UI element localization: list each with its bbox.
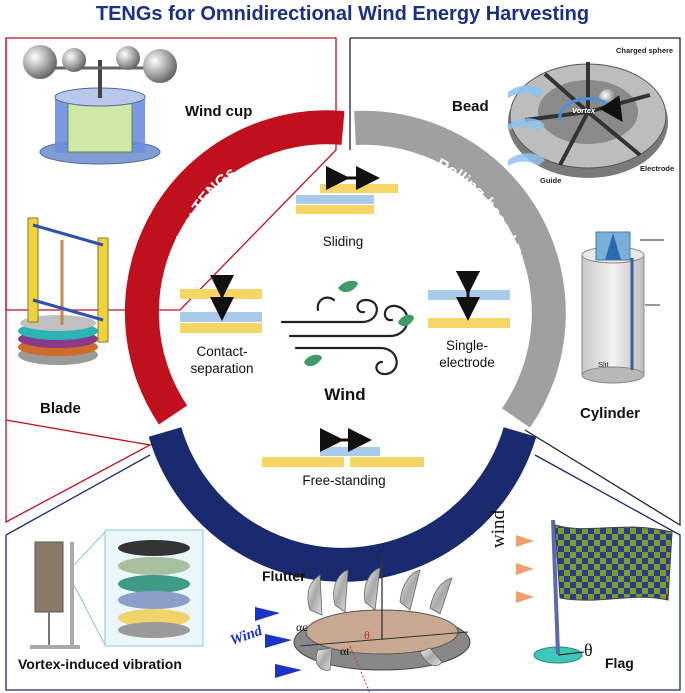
rolling-ring-arc [354, 110, 566, 428]
rotary-ring-arc [124, 110, 345, 425]
flutter-label: Flutter [262, 568, 306, 584]
alpha-c-annotation: αc [296, 620, 308, 634]
bead-label: Bead [452, 98, 489, 115]
figure-title: TENGs for Omnidirectional Wind Energy Ha… [95, 3, 590, 25]
single-electrode-label: Single- electrode [439, 338, 495, 370]
single-electrode-icon [428, 271, 510, 328]
aeroelastic-panel-frame [5, 454, 681, 691]
rotary-panel-frame [5, 37, 337, 524]
wind-cup-label: Wind cup [185, 103, 253, 120]
aeroelastic-ring-arc [148, 427, 537, 582]
blade-device [18, 217, 109, 365]
wind-swirl-icon [280, 296, 409, 376]
leaf-icons [304, 280, 414, 367]
contact-separation-label: Contact- separation [190, 344, 254, 376]
sliding-mode-icon [296, 166, 398, 214]
flag-label: Flag [605, 655, 634, 671]
contact-separation-icon [180, 275, 262, 333]
bead-device [508, 62, 668, 178]
free-standing-icon [262, 428, 424, 467]
flutter-theta-annotation: θ [364, 628, 370, 642]
alpha-t-annotation: αt [340, 644, 350, 658]
slit-annotation: Slit [598, 360, 609, 369]
wind-cup-device [23, 45, 177, 165]
sliding-label: Sliding [322, 234, 364, 249]
free-standing-label: Free-standing [302, 473, 386, 488]
blade-label: Blade [40, 400, 81, 417]
center-wind-label: Wind [324, 385, 366, 404]
flag-wind-annotation: wind [488, 510, 509, 548]
flutter-device [255, 555, 471, 693]
charged-sphere-annotation: Charged sphere [616, 46, 674, 55]
vortex-label: Vortex-induced vibration [18, 656, 182, 672]
cylinder-label: Cylinder [580, 405, 641, 422]
flag-device [516, 519, 673, 664]
vortex-device [30, 529, 204, 649]
electrode-annotation: Electrode [640, 164, 675, 173]
cylinder-device [581, 231, 664, 384]
vortex-annotation: Vortex [572, 106, 596, 115]
guide-annotation: Guide [540, 176, 562, 185]
flag-theta-annotation: θ [584, 640, 593, 660]
rolling-panel-frame [349, 37, 681, 527]
